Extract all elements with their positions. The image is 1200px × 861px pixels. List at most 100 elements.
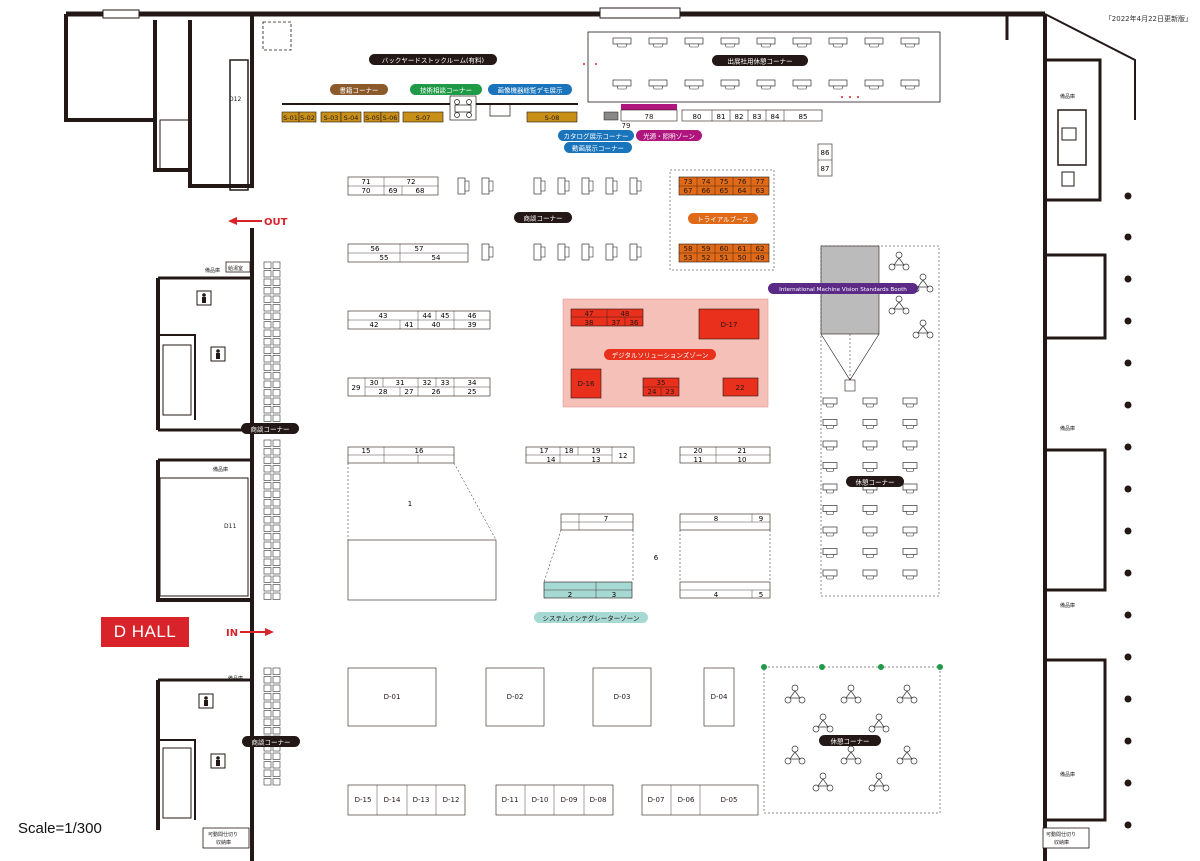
booth-44[interactable]: 44 [423, 312, 432, 320]
booth-58[interactable]: 58 [684, 245, 693, 253]
booth-57[interactable]: 57 [415, 245, 424, 253]
booth-s04[interactable]: S-04 [344, 114, 359, 122]
booth-85[interactable]: 85 [799, 113, 808, 121]
booth-86[interactable]: 86 [821, 149, 830, 157]
booth-50[interactable]: 50 [738, 254, 747, 262]
booth-d05[interactable]: D-05 [721, 796, 738, 804]
booth-78[interactable]: 78 [645, 113, 654, 121]
booth-s07[interactable]: S-07 [416, 114, 431, 122]
booth-21[interactable]: 21 [738, 447, 747, 455]
booth-74[interactable]: 74 [702, 178, 711, 186]
booth-s01[interactable]: S-01 [283, 114, 298, 122]
booth-38[interactable]: 38 [585, 319, 594, 327]
booth-47[interactable]: 47 [585, 310, 594, 318]
booth-s03[interactable]: S-03 [324, 114, 339, 122]
booth-80[interactable]: 80 [693, 113, 702, 121]
booth-43[interactable]: 43 [379, 312, 388, 320]
booth-42[interactable]: 42 [370, 321, 379, 329]
booth-77[interactable]: 77 [756, 178, 765, 186]
booth-67[interactable]: 67 [684, 187, 693, 195]
booth-d09[interactable]: D-09 [561, 796, 578, 804]
booth-d10[interactable]: D-10 [532, 796, 549, 804]
booth-25[interactable]: 25 [468, 388, 477, 396]
booth-33[interactable]: 33 [441, 379, 450, 387]
booth-s02[interactable]: S-02 [300, 114, 315, 122]
booth-d17[interactable]: D-17 [721, 321, 738, 329]
booth-45[interactable]: 45 [441, 312, 450, 320]
booth-48[interactable]: 48 [621, 310, 630, 318]
booth-s06[interactable]: S-06 [383, 114, 398, 122]
booth-28[interactable]: 28 [379, 388, 388, 396]
booth-35[interactable]: 35 [657, 379, 666, 387]
booth-41[interactable]: 41 [405, 321, 414, 329]
booth-53[interactable]: 53 [684, 254, 693, 262]
booth-64[interactable]: 64 [738, 187, 747, 195]
booth-76[interactable]: 76 [738, 178, 747, 186]
booth-1[interactable]: 1 [408, 500, 412, 508]
booth-19[interactable]: 19 [592, 447, 601, 455]
booth-31[interactable]: 31 [396, 379, 405, 387]
booth-32[interactable]: 32 [423, 379, 432, 387]
booth-70[interactable]: 70 [362, 187, 371, 195]
booth-66[interactable]: 66 [702, 187, 711, 195]
booth-72[interactable]: 72 [407, 178, 416, 186]
booth-29[interactable]: 29 [352, 384, 361, 392]
booth-40[interactable]: 40 [432, 321, 441, 329]
booth-18[interactable]: 18 [565, 447, 574, 455]
booth-51[interactable]: 51 [720, 254, 729, 262]
booth-39[interactable]: 39 [468, 321, 477, 329]
booth-d06[interactable]: D-06 [678, 796, 695, 804]
booth-56[interactable]: 56 [371, 245, 380, 253]
booth-65[interactable]: 65 [720, 187, 729, 195]
booth-46[interactable]: 46 [468, 312, 477, 320]
booth-8[interactable]: 8 [714, 515, 718, 523]
booth-71[interactable]: 71 [362, 178, 371, 186]
booth-81[interactable]: 81 [717, 113, 726, 121]
booth-d13[interactable]: D-13 [413, 796, 430, 804]
booth-d08[interactable]: D-08 [590, 796, 607, 804]
booth-22[interactable]: 22 [736, 384, 745, 392]
booth-9[interactable]: 9 [759, 515, 763, 523]
booth-84[interactable]: 84 [771, 113, 780, 121]
booth-24[interactable]: 24 [648, 388, 657, 396]
booth-14[interactable]: 14 [547, 456, 556, 464]
booth-11[interactable]: 11 [694, 456, 703, 464]
booth-3[interactable]: 3 [612, 591, 616, 599]
booth-d12[interactable]: D-12 [443, 796, 460, 804]
booth-26[interactable]: 26 [432, 388, 441, 396]
booth-36[interactable]: 36 [630, 319, 639, 327]
booth-37[interactable]: 37 [612, 319, 621, 327]
booth-34[interactable]: 34 [468, 379, 477, 387]
booth-61[interactable]: 61 [738, 245, 747, 253]
booth-12[interactable]: 12 [619, 452, 628, 460]
booth-d04[interactable]: D-04 [711, 693, 728, 701]
booth-7[interactable]: 7 [604, 515, 608, 523]
booth-20[interactable]: 20 [694, 447, 703, 455]
booth-d15[interactable]: D-15 [355, 796, 372, 804]
booth-59[interactable]: 59 [702, 245, 711, 253]
booth-d16[interactable]: D-16 [578, 380, 595, 388]
booth-83[interactable]: 83 [753, 113, 762, 121]
booth-49[interactable]: 49 [756, 254, 765, 262]
booth-75[interactable]: 75 [720, 178, 729, 186]
booth-s08[interactable]: S-08 [545, 114, 560, 122]
booth-d07[interactable]: D-07 [648, 796, 665, 804]
booth-16[interactable]: 16 [415, 447, 424, 455]
booth-15[interactable]: 15 [362, 447, 371, 455]
booth-d01[interactable]: D-01 [384, 693, 401, 701]
booth-82[interactable]: 82 [735, 113, 744, 121]
booth-2[interactable]: 2 [568, 591, 572, 599]
booth-30[interactable]: 30 [370, 379, 379, 387]
booth-87[interactable]: 87 [821, 165, 830, 173]
booth-10[interactable]: 10 [738, 456, 747, 464]
booth-68[interactable]: 68 [416, 187, 425, 195]
booth-13[interactable]: 13 [592, 456, 601, 464]
booth-27[interactable]: 27 [405, 388, 414, 396]
booth-60[interactable]: 60 [720, 245, 729, 253]
booth-6[interactable]: 6 [654, 554, 659, 562]
booth-5[interactable]: 5 [759, 591, 763, 599]
booth-s05[interactable]: S-05 [365, 114, 380, 122]
booth-23[interactable]: 23 [666, 388, 675, 396]
booth-63[interactable]: 63 [756, 187, 765, 195]
booth-54[interactable]: 54 [432, 254, 441, 262]
